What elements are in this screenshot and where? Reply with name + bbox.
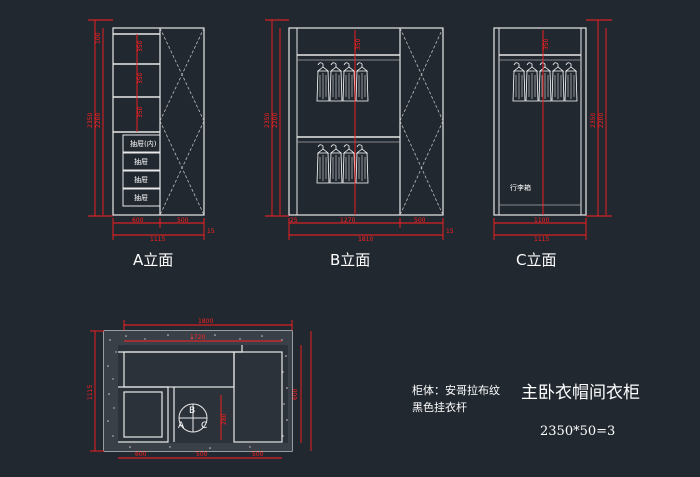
b-width-4: 15 bbox=[446, 228, 454, 235]
a-width-left: 600 bbox=[132, 217, 144, 224]
a-width-end: 15 bbox=[207, 228, 215, 235]
rod-note: 黑色挂衣杆 bbox=[412, 401, 467, 414]
c-elevation-title: C立面 bbox=[516, 251, 557, 269]
b-width-2: 1270 bbox=[340, 217, 355, 224]
b-height-top: 350 bbox=[355, 38, 362, 50]
a-drawer-1: 抽屉(内) bbox=[130, 139, 157, 148]
b-width-total: 1810 bbox=[358, 236, 373, 243]
plan-width-inner: 1720 bbox=[190, 334, 205, 341]
c-luggage-label: 行李箱 bbox=[510, 183, 531, 192]
a-shelf-dim-1: 350 bbox=[137, 40, 144, 52]
b-width-3: 500 bbox=[414, 217, 426, 224]
plan-dim-5: 280 bbox=[221, 413, 228, 425]
c-width-total: 1115 bbox=[534, 236, 549, 243]
a-width-total: 1115 bbox=[150, 236, 165, 243]
a-height-top: 100 bbox=[95, 32, 102, 44]
plan-depth: 1115 bbox=[87, 385, 94, 400]
material-note: 柜体：安哥拉布纹 bbox=[412, 384, 500, 397]
a-height-inner: 2200 bbox=[95, 113, 102, 128]
plan-dim-2: 500 bbox=[196, 451, 208, 458]
plan-symbol-c: C bbox=[201, 421, 207, 431]
plan-width-total: 1800 bbox=[198, 318, 213, 325]
b-height-total: 2350 bbox=[264, 113, 271, 128]
elevation-a bbox=[88, 19, 205, 240]
equation-note: 2350*50=3 bbox=[540, 424, 616, 439]
plan-symbol-b: B bbox=[189, 406, 195, 416]
elevation-b bbox=[265, 19, 444, 240]
c-height-inner: 2200 bbox=[598, 113, 605, 128]
c-height-total: 2350 bbox=[590, 113, 597, 128]
plan-dim-4: 600 bbox=[292, 388, 299, 400]
a-elevation-title: A立面 bbox=[133, 251, 174, 269]
b-elevation-title: B立面 bbox=[330, 251, 371, 269]
a-width-right: 500 bbox=[177, 217, 189, 224]
a-shelf-dim-3: 350 bbox=[137, 106, 144, 118]
plan-symbol-a: A bbox=[178, 421, 185, 431]
plan-dim-1: 600 bbox=[135, 451, 147, 458]
plan-dim-3: 500 bbox=[252, 451, 264, 458]
plan-view bbox=[90, 320, 312, 459]
a-drawer-4: 抽屉 bbox=[134, 193, 148, 202]
a-height-total: 2350 bbox=[87, 113, 94, 128]
b-height-inner: 2200 bbox=[272, 113, 279, 128]
elevation-c bbox=[493, 19, 612, 240]
a-drawer-2: 抽屉 bbox=[134, 157, 148, 166]
drawing-title: 主卧衣帽间衣柜 bbox=[521, 383, 640, 403]
c-height-top: 350 bbox=[543, 38, 550, 50]
c-width-inner: 1100 bbox=[534, 217, 549, 224]
a-drawer-3: 抽屉 bbox=[134, 175, 148, 184]
b-width-1: 25 bbox=[290, 217, 298, 224]
a-shelf-dim-2: 350 bbox=[137, 72, 144, 84]
